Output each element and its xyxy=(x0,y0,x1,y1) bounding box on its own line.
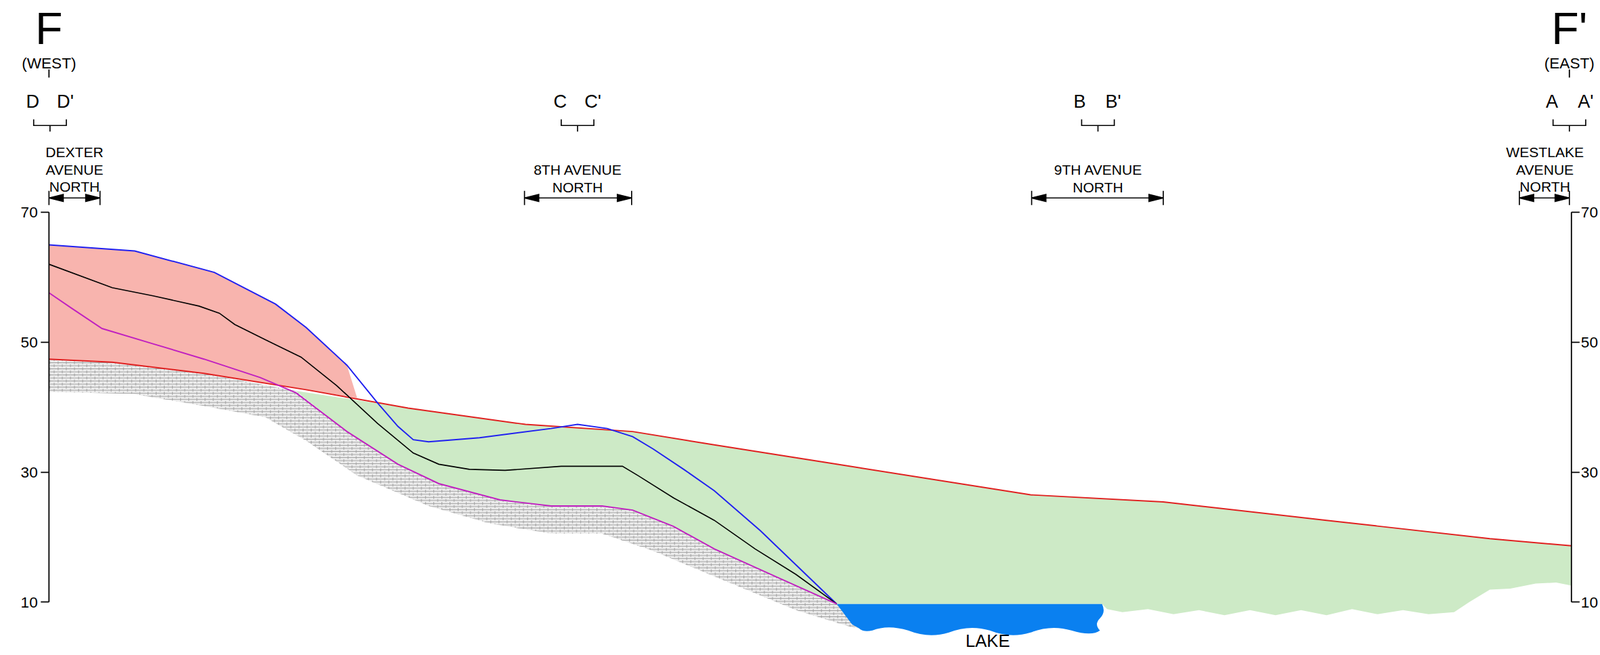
street-name: WESTLAKE AVENUE NORTH xyxy=(1505,143,1584,196)
elevation-axes xyxy=(40,69,1580,602)
section-label: D xyxy=(25,90,40,114)
section-letter: F' xyxy=(1551,2,1588,57)
section-label: B' xyxy=(1105,90,1122,114)
section-label: C' xyxy=(584,90,602,114)
blue-profile-line xyxy=(48,244,837,604)
elevation-label: 10 xyxy=(1581,593,1598,612)
direction-label: (WEST) xyxy=(21,54,76,73)
street-name: 9TH AVENUE NORTH xyxy=(1048,161,1148,196)
elevation-label: 10 xyxy=(20,593,38,612)
elevation-label: 70 xyxy=(1581,203,1598,222)
elevation-label: 50 xyxy=(1581,333,1598,352)
section-label: A' xyxy=(1577,90,1594,114)
ground-line xyxy=(48,358,1571,546)
street-name: 8TH AVENUE NORTH xyxy=(528,161,627,196)
section-brackets xyxy=(33,119,1586,132)
elevation-label: 30 xyxy=(1581,463,1598,482)
lake-label: LAKE xyxy=(965,630,1011,652)
elevation-label: 70 xyxy=(20,203,38,222)
elevation-label: 30 xyxy=(20,463,38,482)
black-profile-line xyxy=(48,264,837,604)
section-label: A xyxy=(1545,90,1559,114)
section-label: C xyxy=(553,90,568,114)
section-label: B xyxy=(1073,90,1086,114)
elevation-label: 50 xyxy=(20,333,38,352)
street-dimension-arrows xyxy=(48,190,1569,206)
direction-label: (EAST) xyxy=(1544,54,1595,73)
purple-profile-line xyxy=(48,292,837,604)
lake-water xyxy=(836,603,1104,636)
section-letter: F xyxy=(35,2,63,57)
section-label: D' xyxy=(56,90,74,114)
street-name: DEXTER AVENUE NORTH xyxy=(40,143,108,196)
green-fill-region xyxy=(295,390,1572,615)
pink-fill-region xyxy=(48,244,357,398)
